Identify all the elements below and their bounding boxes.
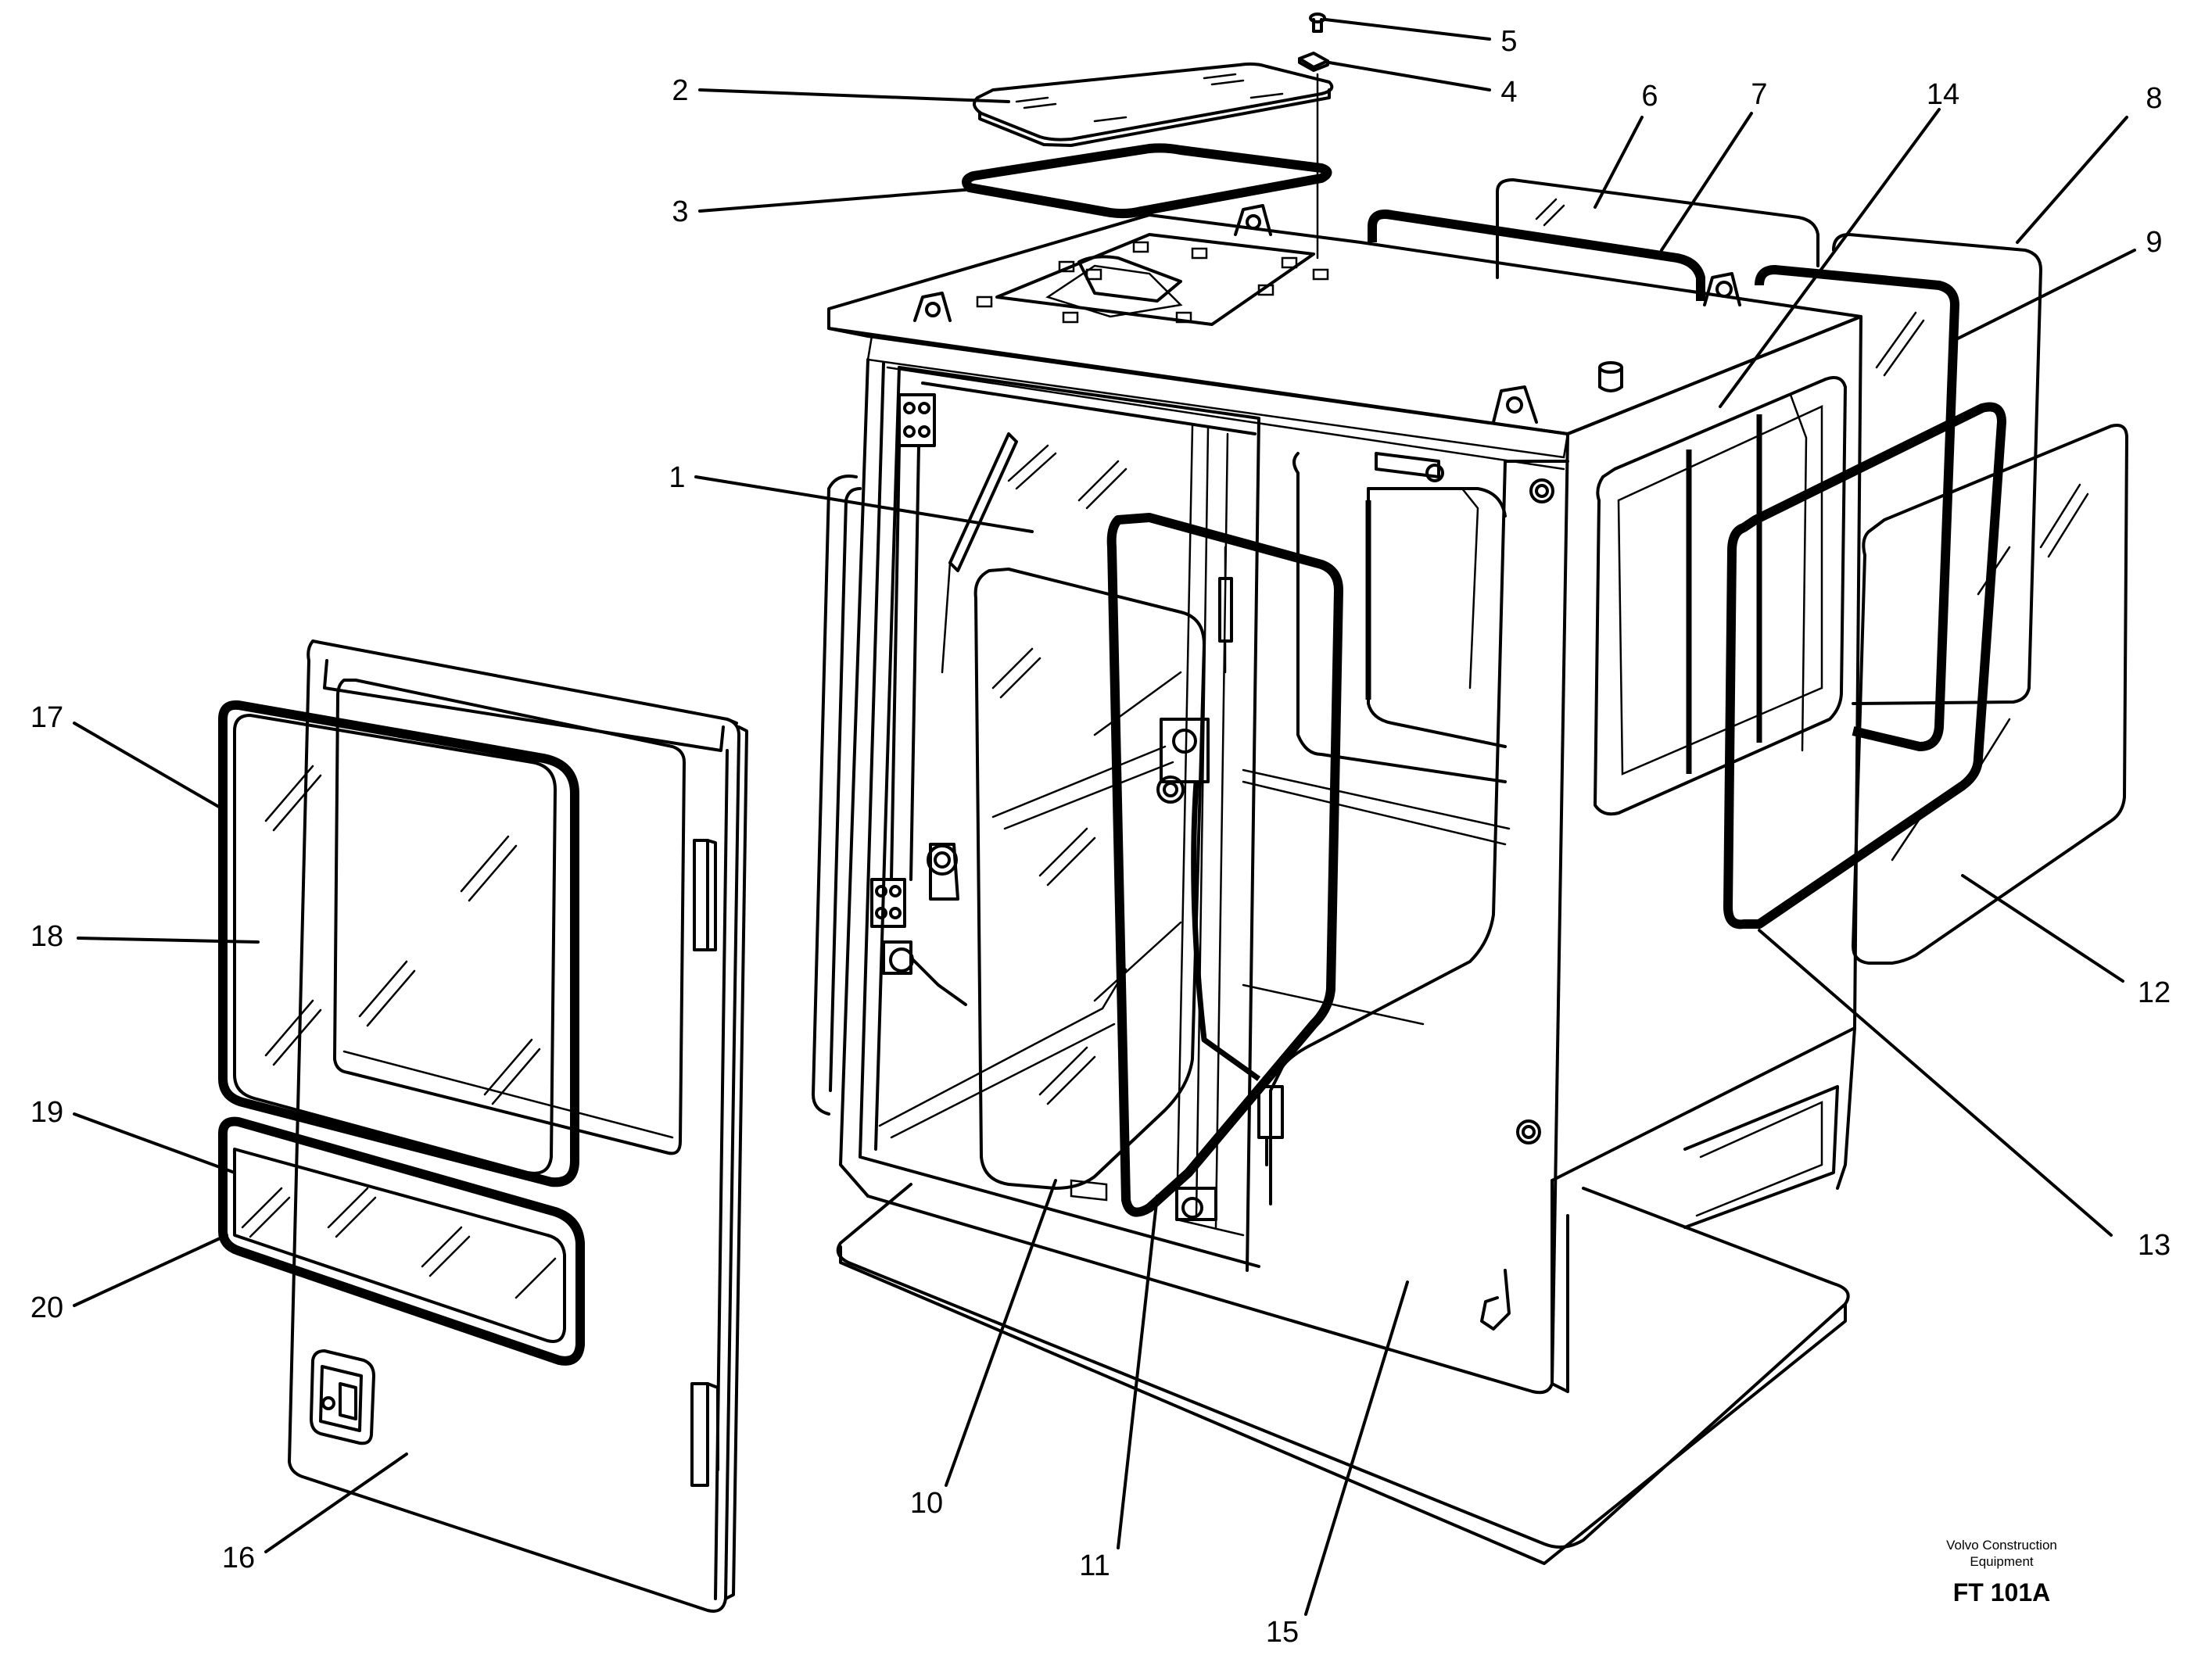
leader-6 [1594,116,1644,209]
callout-1: 1 [669,461,685,494]
leader-16 [264,1452,408,1553]
callout-18: 18 [30,920,63,953]
front-windshield-seal [1106,513,1343,1217]
door-lower-window-seal [218,1116,585,1366]
brand-name-line1: Volvo Construction [1946,1538,2057,1553]
leader-8 [2016,116,2128,244]
front-upper-windshield-glass [1007,444,1128,510]
callout-4: 4 [1500,76,1517,109]
door-panel [288,639,748,1613]
front-lower-windshield-glass [973,568,1206,1190]
rear-window-seal [1368,210,1705,301]
callout-labels: 1 2 3 4 5 6 7 8 9 10 11 12 13 14 15 16 1… [30,25,2171,1649]
callout-14: 14 [1927,78,1959,111]
rear-window-glass [1496,178,1819,279]
leader-17 [73,722,224,811]
callout-11: 11 [1079,1549,1110,1582]
roof-hatch-seal [962,143,1332,219]
callout-7: 7 [1751,78,1767,111]
callout-5: 5 [1500,25,1517,58]
right-front-window-seal [1723,402,2006,930]
leader-9 [1953,249,2136,342]
leader-20 [73,1234,228,1307]
leader-12 [1961,874,2124,983]
callout-19: 19 [30,1096,63,1129]
callout-2: 2 [672,74,688,107]
leader-10 [945,1179,1057,1487]
callout-12: 12 [2138,976,2171,1009]
right-rear-window-seal [1755,265,1959,751]
drawing-code: FT 101A [1953,1578,2050,1606]
leader-11 [1117,1195,1159,1549]
leader-18 [77,937,260,944]
leader-15 [1304,1281,1409,1616]
leader-19 [73,1112,236,1174]
title-block: Volvo Construction Equipment FT 101A [1946,1538,2057,1606]
hatch-screw [1309,13,1326,33]
leader-3 [698,188,975,213]
cab-body [812,204,1862,1395]
callout-8: 8 [2146,82,2162,115]
door-upper-window-seal [218,700,579,1187]
callout-3: 3 [672,195,688,228]
callout-20: 20 [30,1291,63,1324]
door-upper-window-glass [233,714,557,1175]
callout-9: 9 [2146,226,2162,259]
leader-1 [694,475,1034,533]
callout-16: 16 [222,1542,255,1574]
right-front-window-glass [1852,424,2128,965]
callout-13: 13 [2138,1229,2171,1262]
roof-hatch-glass [973,62,1334,147]
callout-6: 6 [1641,80,1658,113]
leader-2 [698,88,1010,103]
leader-lines [73,18,2136,1616]
callout-17: 17 [30,701,63,734]
brand-name-line2: Equipment [1970,1554,2034,1569]
leader-13 [1758,929,2113,1237]
leader-4 [1328,61,1491,91]
hatch-washer [1298,52,1329,72]
leader-14 [1719,108,1941,408]
callout-15: 15 [1266,1616,1299,1649]
cab-base-plate [836,1183,1850,1565]
leader-5 [1324,18,1491,41]
leader-7 [1660,112,1753,252]
door-lower-window-glass [233,1148,566,1343]
callout-10: 10 [910,1487,943,1520]
